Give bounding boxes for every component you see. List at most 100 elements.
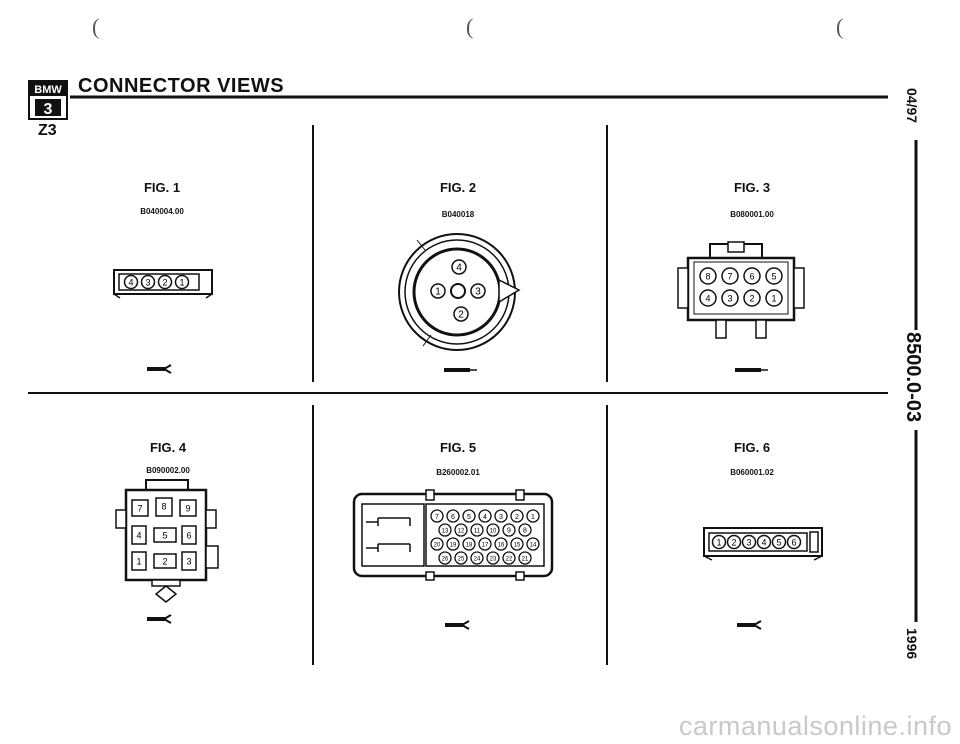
fig5-pin: 16 [494, 537, 508, 551]
svg-text:4: 4 [483, 514, 487, 521]
fig5-pin: 18 [462, 537, 476, 551]
fig5-code: B260002.01 [436, 468, 480, 477]
fig2-pin: 4 [451, 259, 467, 275]
fig6-pin: 5 [771, 534, 787, 550]
fig5-pin: 15 [510, 537, 524, 551]
svg-text:5: 5 [776, 538, 781, 548]
fig6-connector-drawing: 1 2 3 4 5 6 [703, 527, 823, 561]
fig5-pin: 20 [430, 537, 444, 551]
fig4-pin: 1 [131, 551, 147, 571]
fig5-pin: 3 [494, 509, 508, 523]
svg-text:2: 2 [162, 278, 167, 288]
svg-text:3: 3 [499, 514, 503, 521]
svg-text:11: 11 [474, 529, 481, 535]
svg-text:3: 3 [145, 278, 150, 288]
fig5-pin: 17 [478, 537, 492, 551]
svg-text:4: 4 [128, 278, 133, 288]
fig4-pin: 6 [181, 525, 197, 545]
scan-paren-right: ( [836, 14, 844, 39]
fig5-pin: 2 [510, 509, 524, 523]
fig5-pin: 19 [446, 537, 460, 551]
svg-text:3: 3 [746, 538, 751, 548]
fig5-pin: 8 [518, 523, 532, 537]
fig5-pin: 9 [502, 523, 516, 537]
svg-text:13: 13 [442, 529, 449, 535]
fig2-pin: 1 [430, 283, 446, 299]
fig4-code: B090002.00 [146, 466, 190, 475]
fig5-pin: 11 [470, 523, 484, 537]
svg-text:19: 19 [450, 543, 457, 549]
fig6-pin: 4 [756, 534, 772, 550]
svg-text:24: 24 [474, 557, 481, 563]
fig5-label: FIG. 5 [439, 440, 477, 455]
fig1-pin: 2 [157, 274, 173, 290]
fig2-center-post [450, 283, 466, 299]
svg-text:7: 7 [727, 272, 732, 282]
svg-text:2: 2 [515, 514, 519, 521]
svg-text:1: 1 [179, 278, 184, 288]
fig4-pin: 2 [153, 553, 177, 569]
svg-text:6: 6 [791, 538, 796, 548]
fig4-pin: 5 [153, 527, 177, 543]
svg-text:1: 1 [771, 294, 776, 304]
svg-text:1: 1 [531, 514, 535, 521]
svg-text:26: 26 [442, 557, 449, 563]
svg-text:22: 22 [506, 557, 513, 563]
logo-number: 3 [44, 101, 53, 118]
svg-text:18: 18 [466, 543, 473, 549]
fig4-label: FIG. 4 [149, 440, 187, 455]
bmw-series-logo: BMW 3 [28, 80, 68, 120]
svg-text:20: 20 [434, 543, 441, 549]
fig5-pin: 4 [478, 509, 492, 523]
svg-text:6: 6 [186, 531, 191, 541]
fig5-pin: 22 [502, 551, 516, 565]
fig5-pin: 24 [470, 551, 484, 565]
fig6-harness-symbol-icon [737, 620, 762, 630]
svg-text:23: 23 [490, 557, 497, 563]
fig1-pin: 1 [174, 274, 190, 290]
svg-text:2: 2 [749, 294, 754, 304]
svg-text:5: 5 [162, 531, 167, 541]
svg-text:21: 21 [522, 557, 529, 563]
svg-text:17: 17 [482, 543, 489, 549]
fig3-pin: 7 [721, 267, 739, 285]
svg-text:4: 4 [136, 531, 141, 541]
svg-text:7: 7 [435, 514, 439, 521]
svg-text:9: 9 [507, 528, 511, 535]
fig5-pin: 10 [486, 523, 500, 537]
scan-paren-left: ( [92, 14, 100, 39]
fig3-harness-symbol-icon [735, 368, 768, 372]
watermark: carmanualsonline.info [678, 711, 952, 741]
fig5-pin: 12 [454, 523, 468, 537]
fig1-code: B040004.00 [140, 207, 184, 216]
sidebar-doc-number: 8500.0-03 [902, 332, 924, 423]
fig5-pin: 5 [462, 509, 476, 523]
svg-text:6: 6 [451, 514, 455, 521]
fig6-pin: 2 [726, 534, 742, 550]
svg-text:3: 3 [475, 287, 481, 298]
fig4-pin: 3 [181, 551, 197, 571]
svg-text:3: 3 [186, 557, 191, 567]
fig5-pin: 1 [526, 509, 540, 523]
svg-text:15: 15 [514, 543, 521, 549]
fig2-connector-drawing: 4 1 3 2 [398, 233, 521, 351]
fig1-connector-drawing: 4 3 2 1 [113, 269, 213, 299]
svg-text:14: 14 [530, 543, 537, 549]
fig4-pin: 4 [131, 525, 147, 545]
fig4-pin: 9 [179, 499, 197, 517]
fig5-pin: 14 [526, 537, 540, 551]
fig2-pin: 2 [453, 306, 469, 322]
model-label: Z3 [38, 122, 57, 139]
fig5-pin: 13 [438, 523, 452, 537]
fig2-pin: 3 [470, 283, 486, 299]
fig2-code: B040018 [441, 210, 475, 219]
fig6-code: B060001.02 [730, 468, 774, 477]
fig6-pin: 3 [741, 534, 757, 550]
fig5-pin: 23 [486, 551, 500, 565]
svg-text:4: 4 [705, 294, 710, 304]
svg-text:2: 2 [458, 310, 464, 321]
svg-text:10: 10 [490, 529, 497, 535]
svg-text:12: 12 [458, 529, 465, 535]
svg-text:9: 9 [185, 504, 190, 514]
